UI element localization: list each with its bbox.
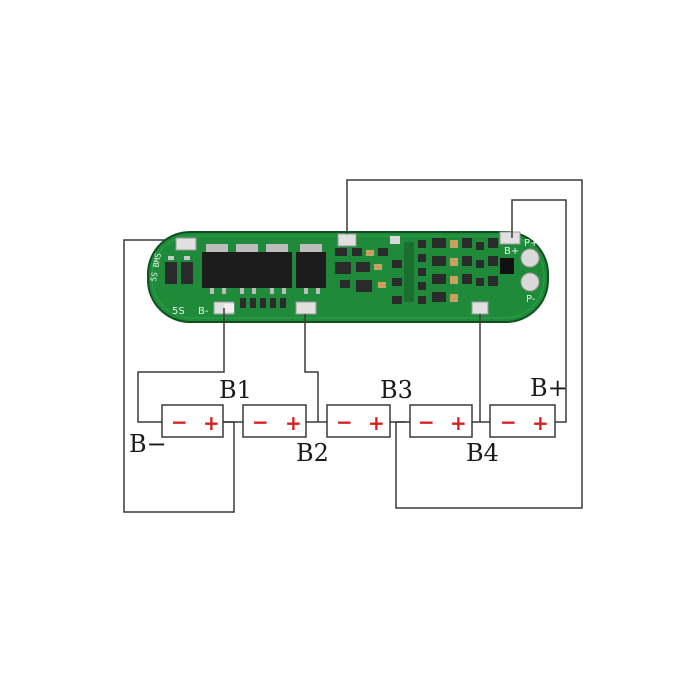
cell-4-pos: + [450, 411, 467, 435]
wire-b3 [346, 179, 583, 509]
wire-b2 [304, 314, 319, 422]
mosfet-4 [296, 252, 326, 288]
cell-5-pos: + [532, 411, 549, 435]
left-capacitor-2 [181, 262, 193, 284]
cell-1: − + [161, 404, 224, 438]
cell-2-pos: + [285, 411, 302, 435]
pad-b4 [471, 301, 489, 315]
label-b2: B2 [296, 439, 329, 467]
pad-b2 [295, 301, 317, 315]
cell-1-pos: + [203, 411, 220, 435]
cell-4: − + [409, 404, 473, 438]
mosfet-3 [262, 252, 292, 288]
label-b1: B1 [219, 376, 252, 404]
label-b-minus: B− [129, 430, 167, 458]
cell-2-neg: − [252, 410, 269, 434]
silk-p-plus: P+ [524, 238, 538, 249]
label-b4: B4 [466, 439, 499, 467]
mosfet-array [202, 244, 326, 294]
cell-5: − + [489, 404, 556, 438]
cell-4-neg: − [418, 410, 435, 434]
cell-2: − + [242, 404, 307, 438]
wire-b-minus-cell [137, 308, 225, 423]
cell-3-pos: + [368, 411, 385, 435]
wire-b-plus [511, 199, 567, 423]
cell-3-neg: − [336, 410, 353, 434]
mosfet-2 [232, 252, 262, 288]
mosfet-1 [202, 252, 232, 288]
pad-b3 [337, 233, 357, 247]
silk-p-minus: P- [526, 294, 536, 305]
cell-1-neg: − [171, 410, 188, 434]
silk-b-plus: B+ [504, 246, 519, 257]
pcb-board: 5S BMS 5S B- B+ P+ P- [147, 231, 549, 323]
cell-5-neg: − [500, 410, 517, 434]
left-capacitor-1 [165, 262, 177, 284]
pad-top-left [175, 237, 197, 251]
label-b-plus: B+ [530, 374, 568, 402]
resistor-strip [240, 298, 286, 308]
pad-p-plus [520, 248, 540, 268]
wiring [123, 179, 583, 513]
label-b3: B3 [380, 376, 413, 404]
protection-ic-area [335, 236, 514, 304]
pad-b-plus [499, 231, 521, 245]
cell-3: − + [326, 404, 391, 438]
silk-b-minus: B- [198, 306, 209, 317]
silk-bottom-left: 5S [172, 306, 185, 317]
pad-p-minus [520, 272, 540, 292]
